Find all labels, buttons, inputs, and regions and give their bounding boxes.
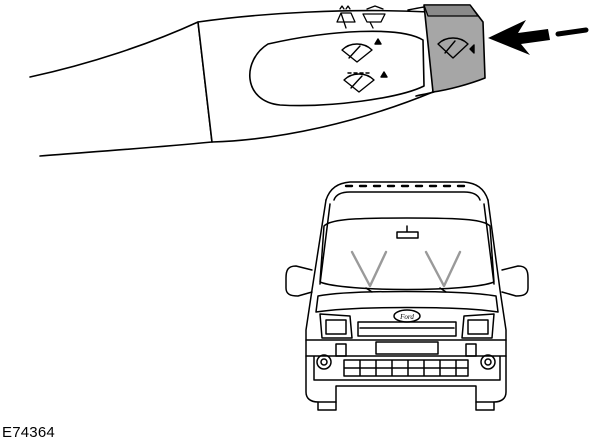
wiper-blades [350,250,462,288]
roof-line [333,191,481,201]
wiper-icon [341,38,382,63]
arrow-left-icon [488,20,589,55]
brand-badge-text: Ford [399,313,414,321]
wiper-stalk [29,4,486,157]
front-wheels [317,401,495,411]
stalk-oval-inset [248,30,425,107]
stalk-tip [423,4,486,93]
right-fog-light-inner [484,358,492,366]
a-pillars [319,203,495,285]
intermittent-wiper-icon [343,71,388,93]
rear-wash-icon [362,5,386,29]
windscreen [319,217,495,291]
right-headlight [461,313,495,339]
van-front-view: Ford [285,181,529,411]
left-headlight [319,313,353,339]
van-roof [325,181,489,201]
bumper-side-blocks [335,343,477,357]
rear-view-mirror [396,225,419,239]
right-fog-light [480,354,496,370]
figure-code: E74364 [2,424,55,441]
stalk-tip-top [423,4,479,17]
left-fog-light-inner [320,358,328,366]
bonnet-line [315,290,499,313]
front-grille [357,321,457,337]
number-plate [375,341,439,355]
front-wash-icon [336,5,356,29]
stalk-body [197,9,434,143]
stalk-shaft [29,21,213,157]
lower-grille [343,359,469,377]
right-door-mirror [501,265,529,297]
van-body-outline [305,199,507,403]
left-fog-light [316,354,332,370]
rear-wiper-icon [437,37,475,59]
brand-badge [393,309,421,323]
left-door-mirror [285,265,313,297]
